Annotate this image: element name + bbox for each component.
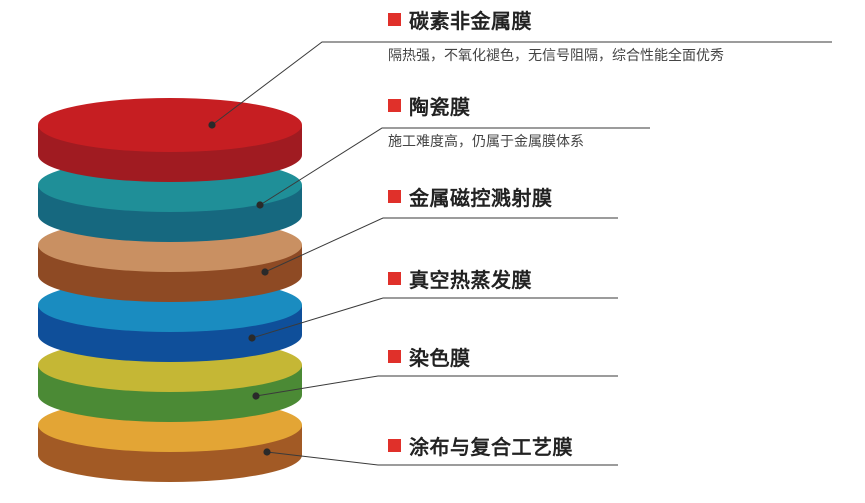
leader-line-6 (266, 451, 618, 466)
layer-title: 金属磁控溅射膜 (409, 185, 553, 210)
disc-top-1 (38, 98, 302, 152)
layer-label-5: 染色膜 (388, 341, 471, 371)
bullet-icon (388, 271, 401, 285)
layer-title: 陶瓷膜 (409, 94, 471, 119)
bullet-icon (388, 438, 401, 452)
leader-dot-1 (208, 121, 216, 129)
layer-title: 真空热蒸发膜 (409, 267, 532, 292)
layer-label-6: 涂布与复合工艺膜 (388, 430, 573, 460)
leader-dot-6 (263, 448, 271, 456)
leader-line-5 (255, 375, 618, 397)
bullet-icon (388, 98, 401, 112)
bullet-icon (388, 189, 401, 203)
layer-title: 染色膜 (409, 345, 471, 370)
leader-dot-3 (261, 268, 269, 276)
leader-line-4 (251, 297, 618, 339)
leader-line-2 (259, 127, 650, 206)
leader-line-1 (211, 41, 832, 126)
layer-title: 涂布与复合工艺膜 (409, 434, 573, 459)
layer-title: 碳素非金属膜 (409, 8, 532, 33)
leader-line-3 (264, 217, 618, 273)
leader-dot-2 (256, 201, 264, 209)
layer-label-2: 陶瓷膜 施工难度高，仍属于金属膜体系 (388, 90, 584, 151)
layer-description: 隔热强，不氧化褪色，无信号阻隔，综合性能全面优秀 (388, 48, 724, 64)
bullet-icon (388, 12, 401, 26)
layer-label-4: 真空热蒸发膜 (388, 263, 532, 293)
leader-dot-5 (252, 392, 260, 400)
layer-label-1: 碳素非金属膜 隔热强，不氧化褪色，无信号阻隔，综合性能全面优秀 (388, 4, 724, 65)
bullet-icon (388, 349, 401, 363)
leader-dot-4 (248, 334, 256, 342)
layer-description: 施工难度高，仍属于金属膜体系 (388, 134, 584, 150)
layer-label-3: 金属磁控溅射膜 (388, 181, 553, 211)
